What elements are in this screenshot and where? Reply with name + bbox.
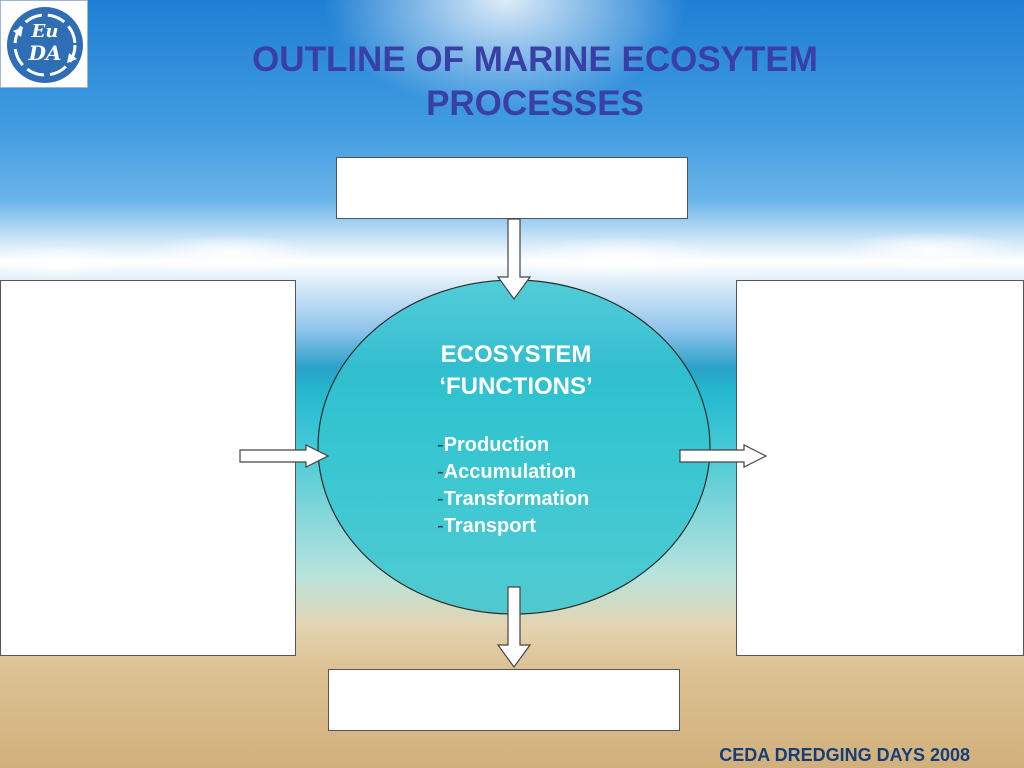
bullet-dash: -: [437, 434, 444, 456]
logo-text-top: Eu: [31, 21, 59, 42]
logo-text-bottom: DA: [28, 41, 62, 65]
ecosystem-functions-heading: ECOSYSTEM ‘FUNCTIONS’: [400, 339, 632, 403]
bullet-dash: -: [437, 488, 444, 510]
euda-logo: Eu DA: [0, 0, 88, 88]
function-label: Transport: [443, 515, 536, 537]
heading-line-2: ‘FUNCTIONS’: [439, 373, 593, 400]
ecosystem-function-list: -Production -Accumulation -Transformatio…: [437, 432, 589, 540]
input-box-left: [0, 280, 296, 656]
function-label: Production: [443, 434, 550, 456]
list-item: -Accumulation: [437, 459, 589, 486]
arrow-down-bottom-icon: [496, 586, 532, 669]
bullet-dash: -: [437, 515, 444, 537]
title-line-2: PROCESSES: [426, 84, 644, 123]
arrow-right-left-icon: [239, 444, 330, 468]
list-item: -Transformation: [437, 486, 589, 513]
logo-emblem-icon: [7, 7, 83, 83]
output-box-right: [736, 280, 1024, 656]
footer-caption: CEDA DREDGING DAYS 2008: [719, 745, 970, 765]
heading-line-1: ECOSYSTEM: [440, 341, 592, 368]
slide-title: OUTLINE OF MARINE ECOSYTEM PROCESSES: [170, 38, 900, 126]
output-box-bottom: [328, 669, 680, 731]
title-line-1: OUTLINE OF MARINE ECOSYTEM: [252, 40, 818, 79]
function-label: Accumulation: [443, 461, 576, 483]
bullet-dash: -: [437, 461, 444, 483]
list-item: -Production: [437, 432, 589, 459]
arrow-down-top-icon: [496, 218, 532, 301]
arrow-right-out-icon: [679, 444, 768, 468]
function-label: Transformation: [443, 488, 590, 510]
list-item: -Transport: [437, 513, 589, 540]
